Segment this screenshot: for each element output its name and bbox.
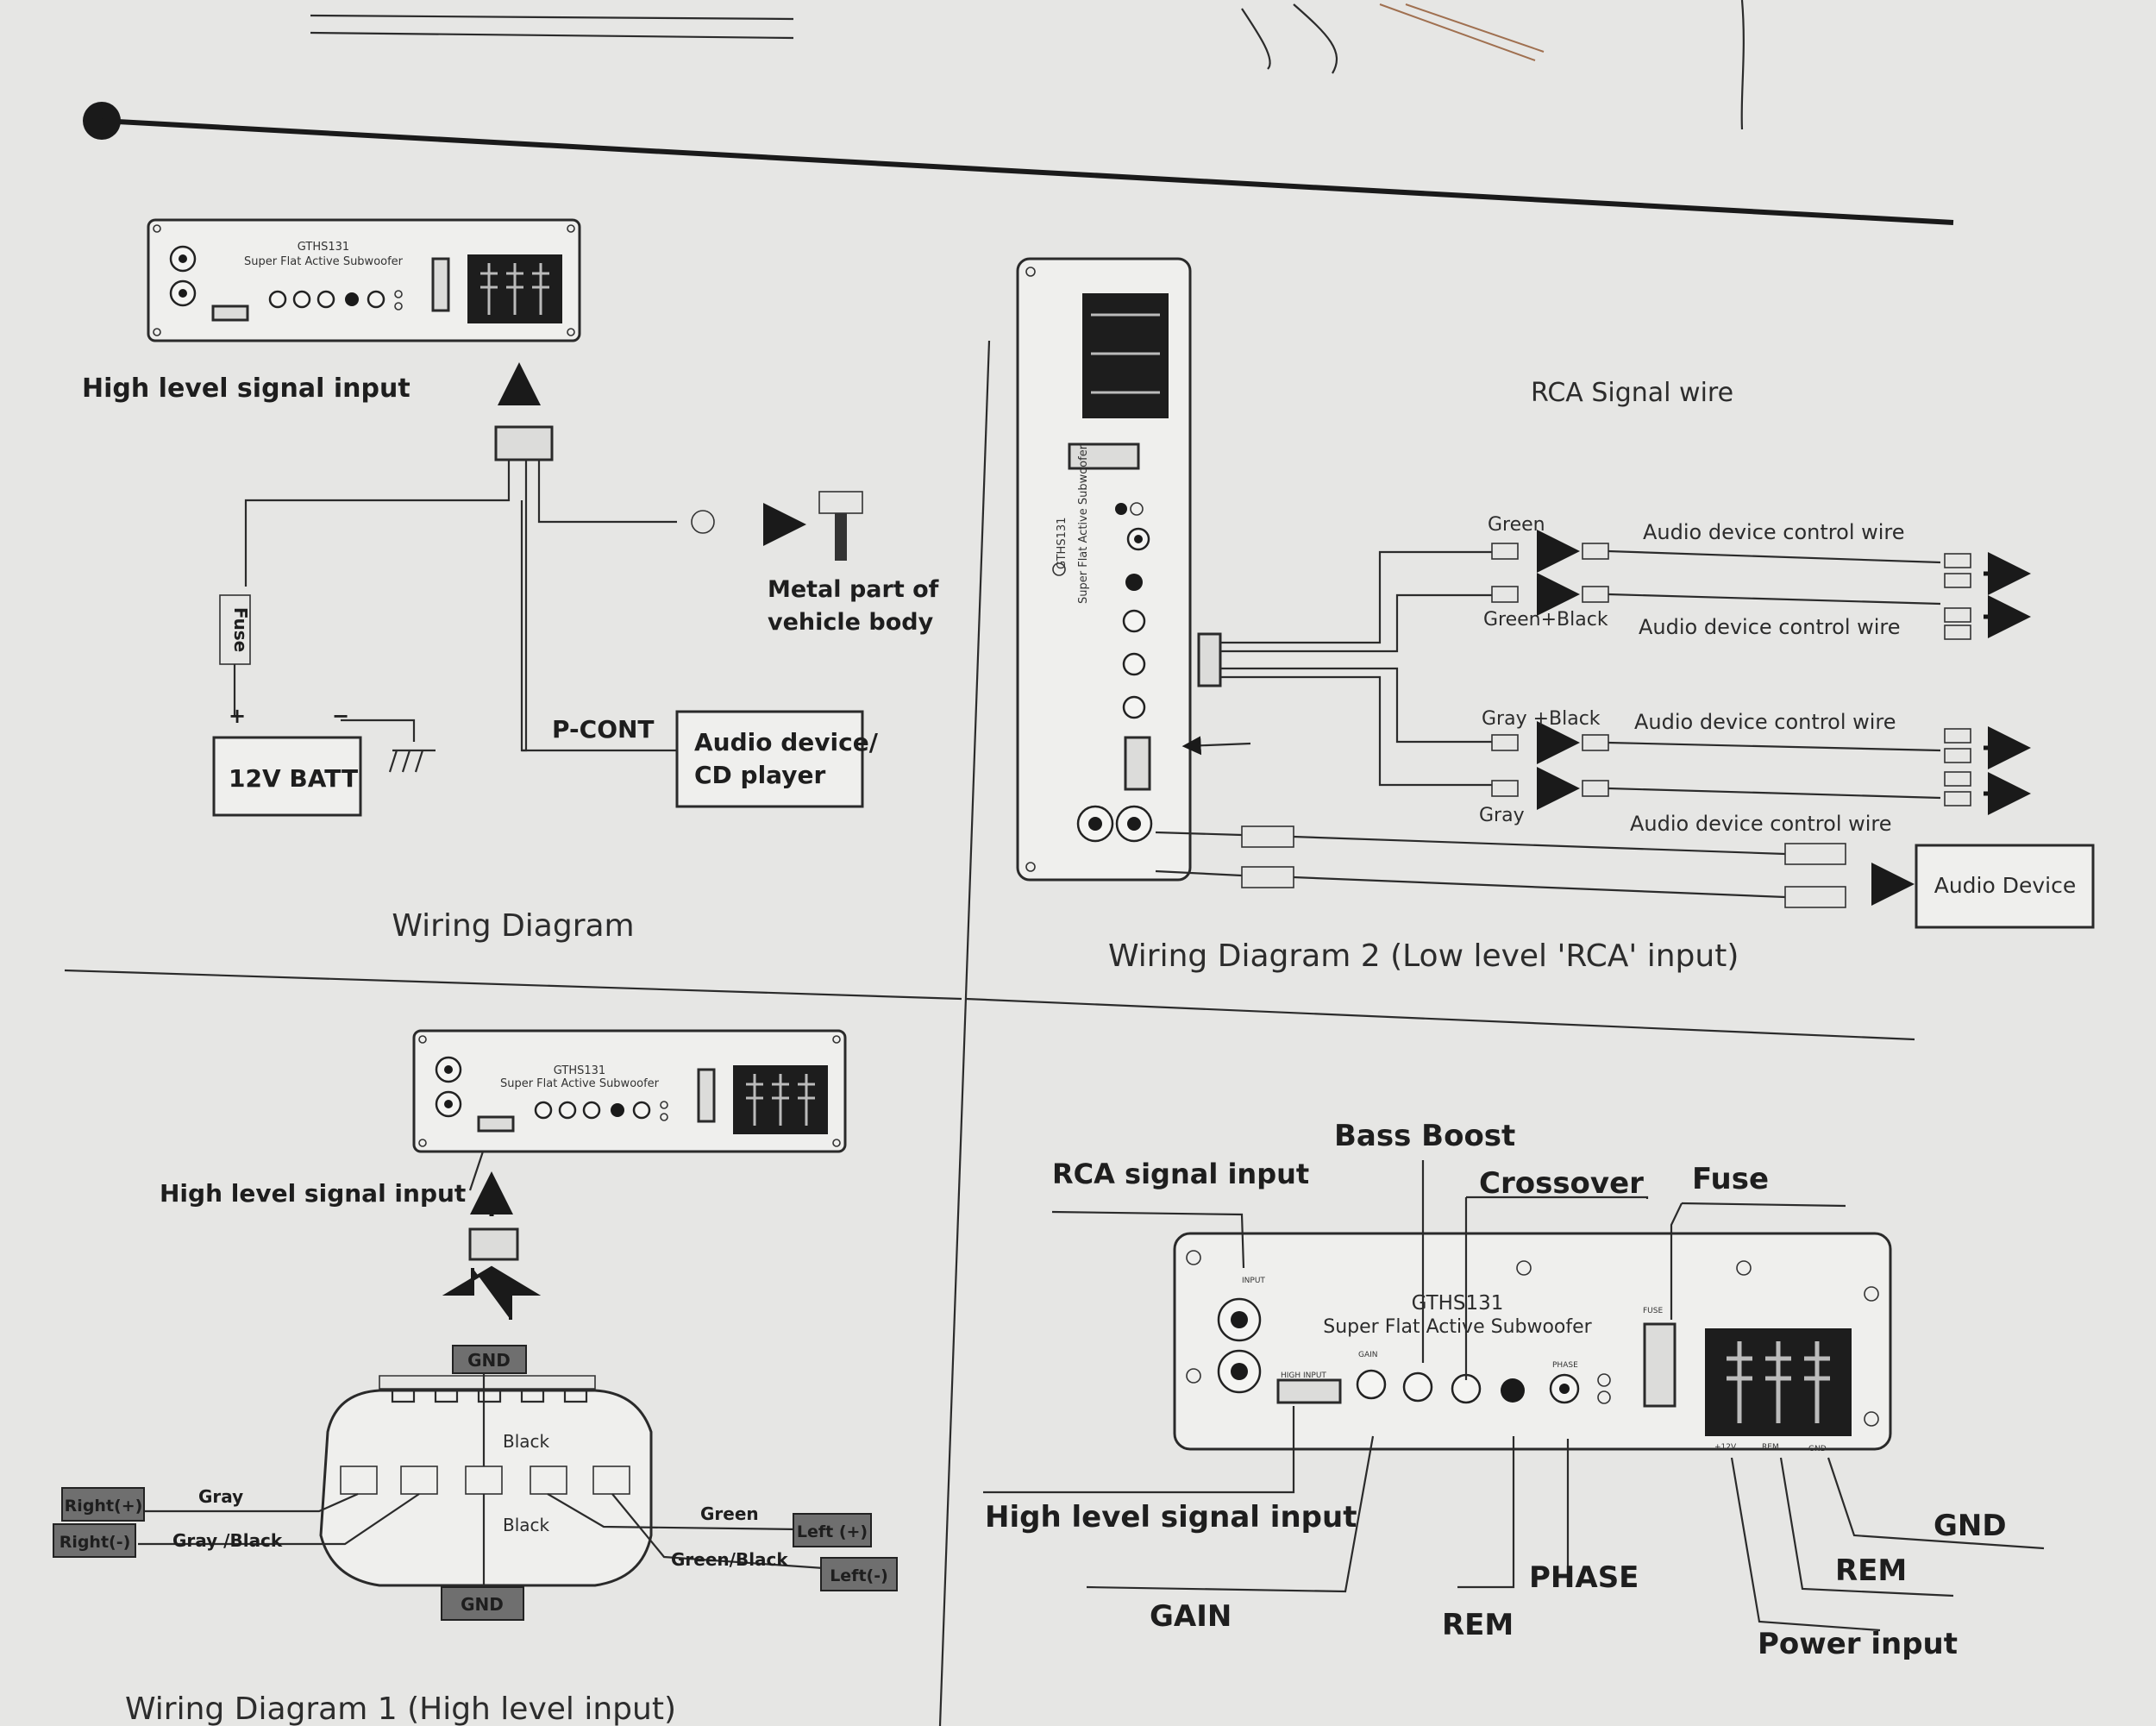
- bass-boost-label: Bass Boost: [1334, 1119, 1515, 1153]
- gnd-top-label: GND: [467, 1350, 511, 1371]
- wire-row-green: Green Audio device control wire: [1488, 514, 1941, 573]
- caption-top-left: Wiring Diagram: [392, 908, 634, 944]
- battery-plus-icon: +: [229, 704, 246, 728]
- wire-color-gray: Gray: [1479, 805, 1525, 826]
- wire-row-gray: Gray Audio device control wire: [1479, 767, 1941, 836]
- wire-color-green: Green: [1488, 514, 1545, 536]
- right-plus-label: Right(+): [65, 1497, 143, 1516]
- panel-rem-label: REM: [1762, 1443, 1779, 1452]
- wire-desc-gray: Audio device control wire: [1630, 812, 1892, 836]
- model-subtitle-vertical: Super Flat Active Subwoofer: [1077, 444, 1090, 604]
- phase-label: PHASE: [1529, 1560, 1639, 1595]
- gnd-bottom-label: GND: [461, 1594, 504, 1615]
- rca-signal-wire-label: RCA Signal wire: [1531, 378, 1733, 408]
- fuse-label: Fuse: [230, 607, 251, 652]
- diagram-top-left: GTHS131 Super Flat Active Subwoofer High…: [82, 218, 939, 944]
- panel-phase-label: PHASE: [1552, 1361, 1578, 1370]
- diagram-top-right: GTHS131 Super Flat Active Subwoofer RCA …: [1016, 257, 2095, 974]
- panel-12v-label: +12V: [1714, 1443, 1737, 1452]
- audio-device-label-1: Audio device/: [694, 728, 879, 756]
- split-connectors: [1944, 552, 2031, 815]
- power-input-label: Power input: [1758, 1627, 1958, 1661]
- green-label: Green: [700, 1503, 759, 1524]
- wire-row-gray-black: Gray +Black Audio device control wire: [1482, 708, 1941, 764]
- panel-gain-label: GAIN: [1358, 1351, 1378, 1359]
- wire-desc-green: Audio device control wire: [1643, 520, 1905, 544]
- fuse-label-large: Fuse: [1692, 1162, 1769, 1196]
- panel-input-label: INPUT: [1242, 1277, 1265, 1285]
- high-level-signal-label: High level signal input: [82, 373, 411, 404]
- panel-fuse-label: FUSE: [1643, 1307, 1663, 1315]
- wire-row-green-black: Green+Black Audio device control wire: [1483, 573, 1941, 639]
- left-plus-label: Left (+): [797, 1522, 868, 1541]
- rem-label: REM: [1442, 1608, 1514, 1642]
- high-level-signal-input-label: High level signal input: [985, 1500, 1357, 1535]
- diagram-bottom-right: GTHS131 Super Flat Active Subwoofer INPU…: [983, 1119, 2045, 1661]
- model-subtitle: Super Flat Active Subwoofer: [244, 255, 404, 268]
- model-name: GTHS131: [298, 241, 349, 254]
- crossover-label: Crossover: [1479, 1166, 1644, 1201]
- ring-terminal-icon: [691, 510, 715, 534]
- right-plus-box: [61, 1487, 145, 1522]
- harness-connector: [1197, 632, 1222, 687]
- audio-device-label-rca: Audio Device: [1934, 873, 2077, 898]
- gray-label: Gray: [198, 1486, 243, 1507]
- model-name-vertical: GTHS131: [1056, 518, 1069, 569]
- wire-color-green-black: Green+Black: [1483, 609, 1608, 631]
- subwoofer-panel-top-left: [147, 218, 581, 342]
- header-decoration: [83, 0, 1954, 225]
- pcont-label: P-CONT: [552, 715, 655, 744]
- metal-part-label-1: Metal part of: [768, 576, 939, 603]
- left-plus-box: [793, 1513, 872, 1547]
- big-arrow-up-icon: [442, 1265, 542, 1320]
- harness-plug-body: [319, 1375, 653, 1587]
- right-minus-box: [53, 1523, 136, 1558]
- wire-desc-green-black: Audio device control wire: [1639, 615, 1901, 639]
- bolt-icon: [818, 491, 863, 561]
- wire-color-gray-black: Gray +Black: [1482, 708, 1601, 730]
- black-top-label: Black: [503, 1431, 550, 1452]
- metal-part-label-2: vehicle body: [768, 609, 934, 636]
- gnd-label: GND: [1934, 1509, 2007, 1543]
- caption-top-right: Wiring Diagram 2 (Low level 'RCA' input): [1108, 938, 1739, 974]
- model-subtitle-large: Super Flat Active Subwoofer: [1323, 1316, 1592, 1338]
- audio-device-label-2: CD player: [694, 761, 825, 789]
- left-minus-box: [820, 1557, 898, 1591]
- ground-icon: [388, 749, 436, 773]
- section-dividers: [64, 340, 1915, 1726]
- model-subtitle-bl: Super Flat Active Subwoofer: [500, 1077, 660, 1090]
- left-minus-label: Left(-): [830, 1566, 888, 1585]
- model-name-large: GTHS131: [1412, 1292, 1504, 1315]
- diagram-bottom-left: GTHS131 Super Flat Active Subwoofer High…: [53, 1029, 898, 1726]
- rem-label-right: REM: [1835, 1553, 1907, 1588]
- gnd-bottom-box: [441, 1586, 524, 1621]
- connector-plug-bl: [468, 1227, 519, 1261]
- connector-plug: [494, 425, 554, 461]
- rca-signal-input-label: RCA signal input: [1052, 1158, 1309, 1190]
- battery-box: [212, 736, 362, 817]
- gray-black-label: Gray /Black: [172, 1530, 283, 1551]
- black-bottom-label: Black: [503, 1515, 550, 1535]
- battery-minus-icon: −: [332, 704, 349, 728]
- right-minus-label: Right(-): [60, 1533, 131, 1552]
- battery-label: 12V BATT: [229, 764, 358, 793]
- green-black-label: Green/Black: [671, 1549, 788, 1570]
- model-name-bl: GTHS131: [554, 1064, 605, 1077]
- rca-cables: [1155, 825, 1915, 908]
- panel-gnd-label: GND: [1808, 1445, 1827, 1453]
- subwoofer-panel-large: [1173, 1232, 1892, 1451]
- panel-high-input-label: HIGH INPUT: [1281, 1371, 1326, 1380]
- high-level-signal-label-bl: High level signal input: [160, 1179, 466, 1208]
- gnd-top-box: [452, 1345, 527, 1374]
- caption-bottom-left: Wiring Diagram 1 (High level input): [125, 1691, 676, 1726]
- gain-label: GAIN: [1150, 1599, 1232, 1634]
- audio-device-box: [675, 710, 864, 808]
- audio-device-box-rca: [1915, 844, 2095, 929]
- wire-desc-gray-black: Audio device control wire: [1634, 710, 1896, 734]
- subwoofer-panel-bottom-left: [412, 1029, 847, 1153]
- subwoofer-panel-vertical: [1016, 257, 1192, 882]
